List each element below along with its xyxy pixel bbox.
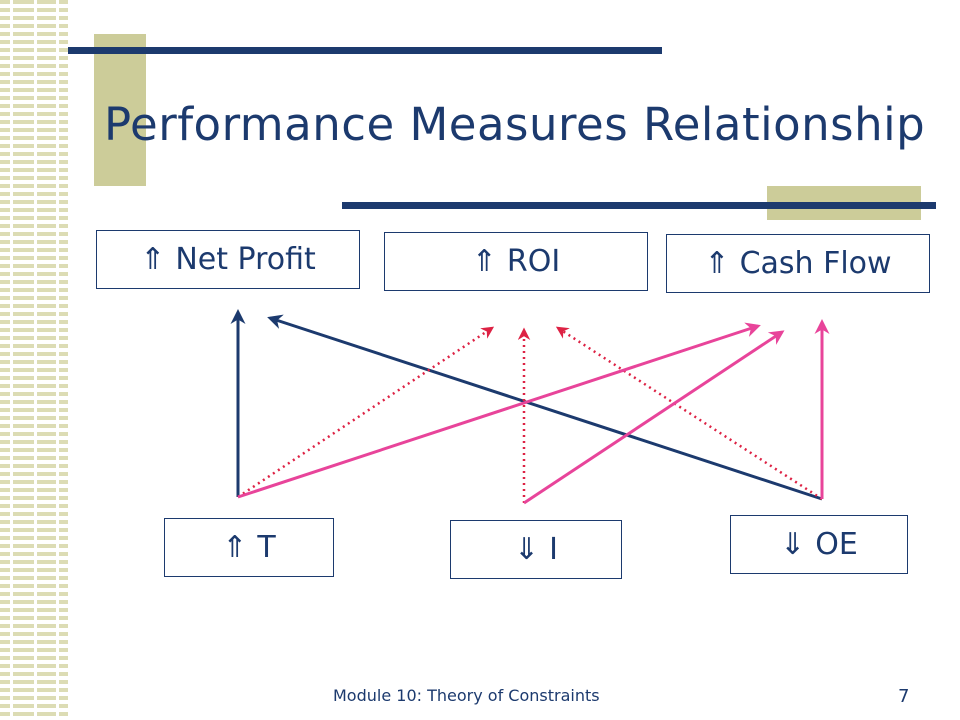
- inventory-label: I: [549, 532, 558, 567]
- slide-footer: Module 10: Theory of Constraints: [333, 686, 600, 705]
- up-double-arrow-icon: ⇑: [704, 246, 730, 281]
- up-double-arrow-icon: ⇑: [471, 244, 497, 279]
- roi-box: ⇑ ROI: [384, 232, 648, 291]
- operating-expense-box: ⇓ OE: [730, 515, 908, 574]
- decor-navy-line-right: [342, 202, 936, 209]
- roi-label: ROI: [506, 244, 561, 279]
- decorative-stripe-band: [0, 0, 68, 720]
- throughput-box: ⇑ T: [164, 518, 334, 577]
- arrow-t-to-cash_flow: [237, 322, 761, 499]
- up-double-arrow-icon: ⇑: [140, 242, 166, 277]
- decor-navy-line-top: [68, 47, 662, 54]
- cash-flow-box: ⇑ Cash Flow: [666, 234, 930, 293]
- arrow-t-to-roi: [237, 326, 495, 499]
- page-number: 7: [898, 686, 910, 707]
- inventory-box: ⇓ I: [450, 520, 622, 579]
- down-double-arrow-icon: ⇓: [514, 532, 540, 567]
- net-profit-box: ⇑ Net Profit: [96, 230, 360, 289]
- arrow-oe-to-net_profit: [267, 314, 823, 501]
- arrow-oe-to-roi: [555, 326, 823, 501]
- slide-title: Performance Measures Relationship: [104, 98, 926, 151]
- net-profit-label: Net Profit: [175, 242, 316, 277]
- up-double-arrow-icon: ⇑: [222, 530, 248, 565]
- decor-olive-block-top: [94, 34, 146, 186]
- down-double-arrow-icon: ⇓: [780, 527, 806, 562]
- operating-expense-label: OE: [815, 527, 858, 562]
- throughput-label: T: [257, 530, 276, 565]
- cash-flow-label: Cash Flow: [739, 246, 892, 281]
- arrow-i-to-cash_flow: [523, 330, 785, 505]
